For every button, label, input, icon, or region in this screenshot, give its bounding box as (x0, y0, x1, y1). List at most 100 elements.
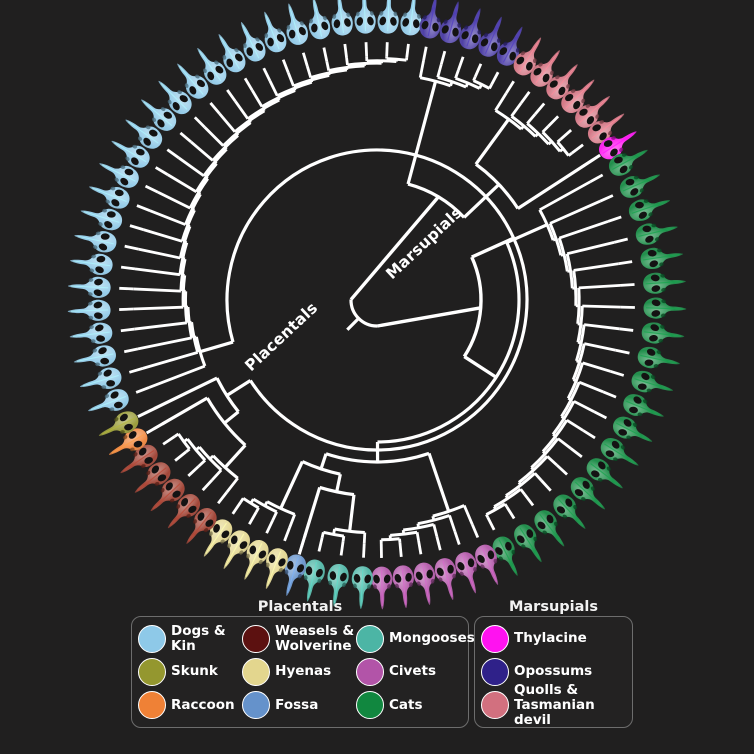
tip-skull (71, 343, 118, 373)
tip-skull (94, 153, 143, 192)
tip-skull (67, 299, 111, 323)
legend-item-weasels-and-wolverine[interactable]: Weasels & Wolverine (242, 622, 356, 655)
tip-skull (474, 12, 512, 61)
tip-skull (371, 566, 393, 610)
tip-skull (77, 200, 125, 234)
tip-skull (278, 0, 311, 48)
legend-item-quolls-and-tasmanian-devil[interactable]: Quolls & Tasmanian devil (481, 682, 626, 727)
tip-skull (85, 176, 133, 213)
legend-swatch-civets (356, 657, 384, 686)
tip-skull (72, 225, 119, 255)
tip-skull (276, 551, 310, 599)
tip-skull (452, 549, 486, 597)
tip-skull (84, 385, 132, 421)
tip-skull (160, 489, 205, 536)
tree-tips (67, 0, 687, 610)
legend-item-raccoon[interactable]: Raccoon (138, 689, 242, 722)
legend-item-opossums[interactable]: Opossums (481, 655, 626, 688)
legend-item-cats[interactable]: Cats (356, 689, 462, 722)
legend-group-placentals: Placentals Dogs & Kin Skunk Raccoon (131, 598, 475, 728)
tip-skull (353, 0, 377, 35)
tip-skull (327, 0, 355, 37)
legend-label-cats: Cats (389, 696, 423, 713)
tip-skull (77, 364, 125, 397)
legend-label-weasels-and-wolverine: Weasels & Wolverine (275, 622, 355, 654)
tip-skull (509, 31, 550, 80)
tip-skull (302, 0, 333, 42)
legend-label-skunk: Skunk (171, 663, 218, 680)
tip-skull (643, 297, 687, 320)
legend-column-2: Weasels & Wolverine Hyenas Fossa (242, 622, 356, 722)
legend-swatch-mongooses (356, 624, 384, 653)
tip-skull (628, 367, 676, 401)
tip-skull (114, 440, 162, 482)
legend-label-raccoon: Raccoon (171, 696, 235, 713)
tip-skull (377, 0, 400, 34)
tip-skull (492, 21, 532, 70)
tip-skull (626, 190, 674, 225)
tip-skull (582, 453, 630, 497)
legend-item-fossa[interactable]: Fossa (242, 689, 356, 722)
legend-swatch-fossa (242, 691, 271, 720)
tip-skull (411, 560, 441, 607)
tip-skull (456, 4, 491, 53)
tip-skull (541, 57, 586, 104)
legend-column-1: Dogs & Kin Skunk Raccoon (138, 622, 242, 722)
legend-item-hyenas[interactable]: Hyenas (242, 655, 356, 688)
tip-skull (103, 424, 152, 464)
tip-skull (566, 472, 613, 518)
tip-skull (214, 526, 255, 575)
tip-skull (605, 140, 653, 180)
legend-box-placentals: Dogs & Kin Skunk Raccoon Weasels & Wolve… (131, 616, 475, 728)
legend-label-fossa: Fossa (275, 696, 319, 713)
tip-skull (570, 88, 617, 133)
clade-labels: Placentals Marsupials (241, 203, 465, 374)
tip-skull (68, 321, 114, 348)
legend-item-thylacine[interactable]: Thylacine (481, 622, 626, 655)
tip-skull (417, 0, 447, 41)
legend-title-marsupials: Marsupials (508, 599, 599, 615)
tip-skull (178, 503, 222, 551)
tip-skull (256, 545, 292, 593)
legend-swatch-weasels-and-wolverine (242, 624, 271, 653)
tip-skull (391, 564, 417, 610)
tip-skull (151, 73, 197, 119)
legend: Placentals Dogs & Kin Skunk Raccoon (0, 598, 754, 754)
legend-item-civets[interactable]: Civets (356, 655, 462, 688)
tip-skull (432, 555, 464, 603)
tip-skull (639, 243, 685, 271)
tip-skull (68, 250, 114, 277)
tip-skull (583, 105, 631, 148)
legend-swatch-skunk (138, 657, 166, 686)
tip-skull (488, 532, 527, 581)
tip-skull (169, 56, 213, 104)
tip-skull (635, 344, 682, 375)
legend-item-mongooses[interactable]: Mongooses (356, 622, 475, 655)
legend-item-dogs-and-kin[interactable]: Dogs & Kin (138, 622, 242, 655)
tip-skull (556, 72, 602, 118)
tip-skull (529, 505, 573, 553)
clade-label-placentals: Placentals (241, 299, 321, 375)
legend-swatch-hyenas (242, 657, 271, 686)
legend-title-placentals: Placentals (257, 599, 343, 615)
legend-label-hyenas: Hyenas (275, 663, 332, 680)
tip-skull (134, 91, 181, 136)
legend-group-marsupials: Marsupials Thylacine Opossums Quolls & T… (474, 598, 633, 728)
tip-skull (209, 28, 250, 77)
tip-skull (436, 0, 469, 46)
tip-skull (509, 520, 551, 568)
tip-skull (642, 270, 687, 295)
tip-skull (119, 111, 167, 154)
legend-label-civets: Civets (389, 663, 436, 680)
tip-skull (297, 557, 328, 604)
legend-item-skunk[interactable]: Skunk (138, 655, 242, 688)
tip-skull (616, 165, 665, 202)
tip-skull (594, 122, 643, 164)
tip-skull (609, 412, 657, 451)
tip-skull (633, 216, 681, 248)
tip-skull (188, 41, 231, 90)
tip-skull (195, 515, 237, 563)
tree-branches (119, 42, 635, 558)
tip-skull (350, 565, 374, 610)
